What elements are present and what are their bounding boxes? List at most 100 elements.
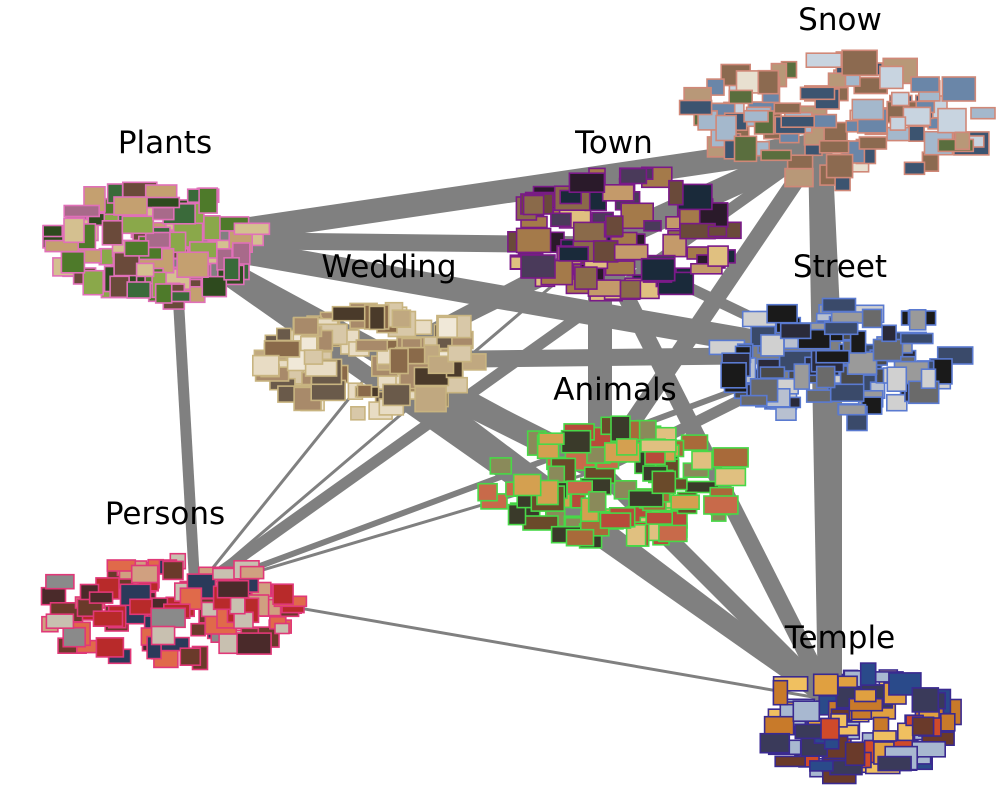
thumbnail-town xyxy=(520,254,556,279)
thumbnail-animals xyxy=(538,432,565,446)
thumbnail-street xyxy=(760,334,785,357)
thumbnail-plants xyxy=(233,222,271,236)
thumbnail-persons xyxy=(130,564,159,584)
thumbnail-street xyxy=(829,383,865,403)
thumbnail-town xyxy=(690,262,723,275)
thumbnail-animals xyxy=(566,480,594,495)
thumbnail-persons xyxy=(92,610,124,628)
thumbnail-plants xyxy=(143,196,181,209)
edge-street-persons xyxy=(193,352,832,593)
thumbnail-snow xyxy=(743,109,769,123)
thumbnail-town xyxy=(604,260,636,276)
thumbnail-wedding xyxy=(275,327,292,342)
cluster-wedding xyxy=(252,301,487,421)
thumbnail-animals xyxy=(628,489,664,508)
thumbnail-wedding xyxy=(391,309,412,329)
thumbnail-snow xyxy=(890,91,910,107)
thumbnail-plants xyxy=(60,251,86,274)
thumbnail-snow xyxy=(889,116,907,131)
thumbnail-plants xyxy=(198,187,218,214)
thumbnail-snow xyxy=(678,99,713,116)
thumbnail-persons xyxy=(62,626,87,648)
thumbnail-animals xyxy=(625,523,647,547)
thumbnail-wedding xyxy=(356,384,373,398)
thumbnail-persons xyxy=(216,579,250,599)
thumbnail-town xyxy=(613,243,649,261)
thumbnail-animals xyxy=(489,457,513,475)
thumbnail-plants xyxy=(113,196,148,216)
cluster-persons xyxy=(40,552,308,671)
cluster-label-temple: Temple xyxy=(784,620,895,656)
thumbnail-snow xyxy=(910,76,940,93)
thumbnail-persons xyxy=(274,622,290,635)
cluster-label-town: Town xyxy=(574,125,653,161)
cluster-animals xyxy=(477,415,749,549)
thumbnail-animals xyxy=(651,470,677,495)
cluster-label-street: Street xyxy=(793,249,887,285)
thumbnail-snow xyxy=(841,49,878,77)
thumbnail-animals xyxy=(477,482,498,502)
thumbnail-persons xyxy=(129,598,153,616)
thumbnail-snow xyxy=(812,113,838,129)
thumbnail-snow xyxy=(825,153,854,179)
thumbnail-temple xyxy=(872,716,890,733)
thumbnail-town xyxy=(558,246,590,262)
thumbnail-animals xyxy=(610,415,631,443)
thumbnail-wedding xyxy=(414,385,447,413)
thumbnail-plants xyxy=(82,269,104,296)
thumbnail-street xyxy=(759,366,786,379)
thumbnail-snow xyxy=(784,167,814,188)
thumbnail-wedding xyxy=(447,344,472,363)
thumbnail-wedding xyxy=(350,405,366,421)
thumbnail-street xyxy=(766,303,798,324)
thumbnail-street xyxy=(899,332,934,345)
thumbnail-animals xyxy=(670,494,700,511)
thumbnail-animals xyxy=(587,490,607,513)
thumbnail-snow xyxy=(728,89,754,105)
thumbnail-persons xyxy=(150,607,186,629)
thumbnail-animals xyxy=(645,511,674,525)
thumbnail-snow xyxy=(903,161,926,176)
thumbnail-persons xyxy=(45,573,75,590)
thumbnail-plants xyxy=(154,283,173,304)
thumbnail-snow xyxy=(879,65,904,90)
thumbnail-town xyxy=(550,212,572,228)
thumbnail-persons xyxy=(233,611,254,630)
thumbnail-temple xyxy=(837,675,858,689)
thumbnail-temple xyxy=(774,755,807,768)
thumbnail-town xyxy=(522,194,545,216)
thumbnail-animals xyxy=(703,495,739,515)
thumbnail-persons xyxy=(45,613,75,630)
thumbnail-animals xyxy=(712,447,749,468)
thumbnail-animals xyxy=(565,528,595,547)
thumbnail-town xyxy=(640,257,676,282)
thumbnail-street xyxy=(830,311,865,324)
thumbnail-snow xyxy=(773,102,802,114)
thumbnail-temple xyxy=(844,741,866,767)
thumbnail-street xyxy=(881,324,897,343)
thumbnail-snow xyxy=(760,149,792,162)
thumbnail-animals xyxy=(512,473,542,497)
thumbnail-town xyxy=(619,167,648,185)
thumbnail-street xyxy=(805,389,833,403)
thumbnail-persons xyxy=(95,637,125,658)
thumbnail-plants xyxy=(201,275,228,298)
thumbnail-town xyxy=(707,225,728,238)
thumbnail-plants xyxy=(144,231,171,249)
thumbnail-temple xyxy=(859,662,877,686)
cluster-temple xyxy=(759,662,962,785)
thumbnail-snow xyxy=(757,69,780,95)
thumbnail-town xyxy=(574,266,598,290)
thumbnail-wedding xyxy=(427,355,455,375)
thumbnail-plants xyxy=(135,262,155,278)
thumbnail-persons xyxy=(88,591,114,604)
cluster-snow xyxy=(678,49,996,192)
thumbnail-snow xyxy=(937,107,967,134)
thumbnail-wedding xyxy=(293,316,319,336)
thumbnail-street xyxy=(720,361,747,389)
thumbnail-animals xyxy=(658,524,688,543)
thumbnail-persons xyxy=(236,632,272,655)
thumbnail-street xyxy=(872,338,904,362)
thumbnail-street xyxy=(739,394,768,407)
